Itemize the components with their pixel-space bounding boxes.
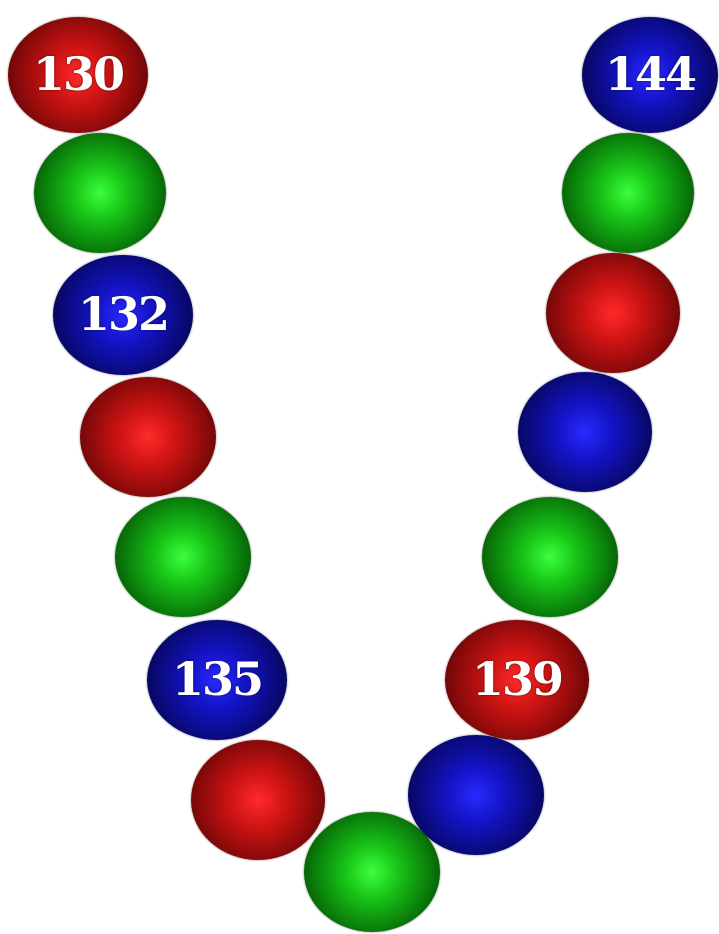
- bead-green: [304, 812, 440, 932]
- bead-blue: [518, 372, 652, 492]
- bead-label: 130: [8, 47, 148, 101]
- bead-green: [482, 497, 618, 617]
- bead-label: 144: [582, 47, 718, 101]
- bead-label: 139: [445, 652, 589, 706]
- bead-blue: 135: [147, 620, 287, 740]
- bead-blue: 144: [582, 17, 718, 133]
- bead-blue: 132: [53, 255, 193, 375]
- bead-label: 135: [147, 652, 287, 706]
- bead-green: [562, 133, 694, 253]
- bead-blue: [408, 735, 544, 855]
- bead-red: 130: [8, 17, 148, 133]
- bead-green: [115, 497, 251, 617]
- bead-red: [80, 377, 216, 497]
- bead-red: [546, 253, 680, 373]
- bead-red: [191, 740, 325, 860]
- bead-green: [34, 133, 166, 253]
- bead-label: 132: [53, 287, 193, 341]
- bead-red: 139: [445, 620, 589, 740]
